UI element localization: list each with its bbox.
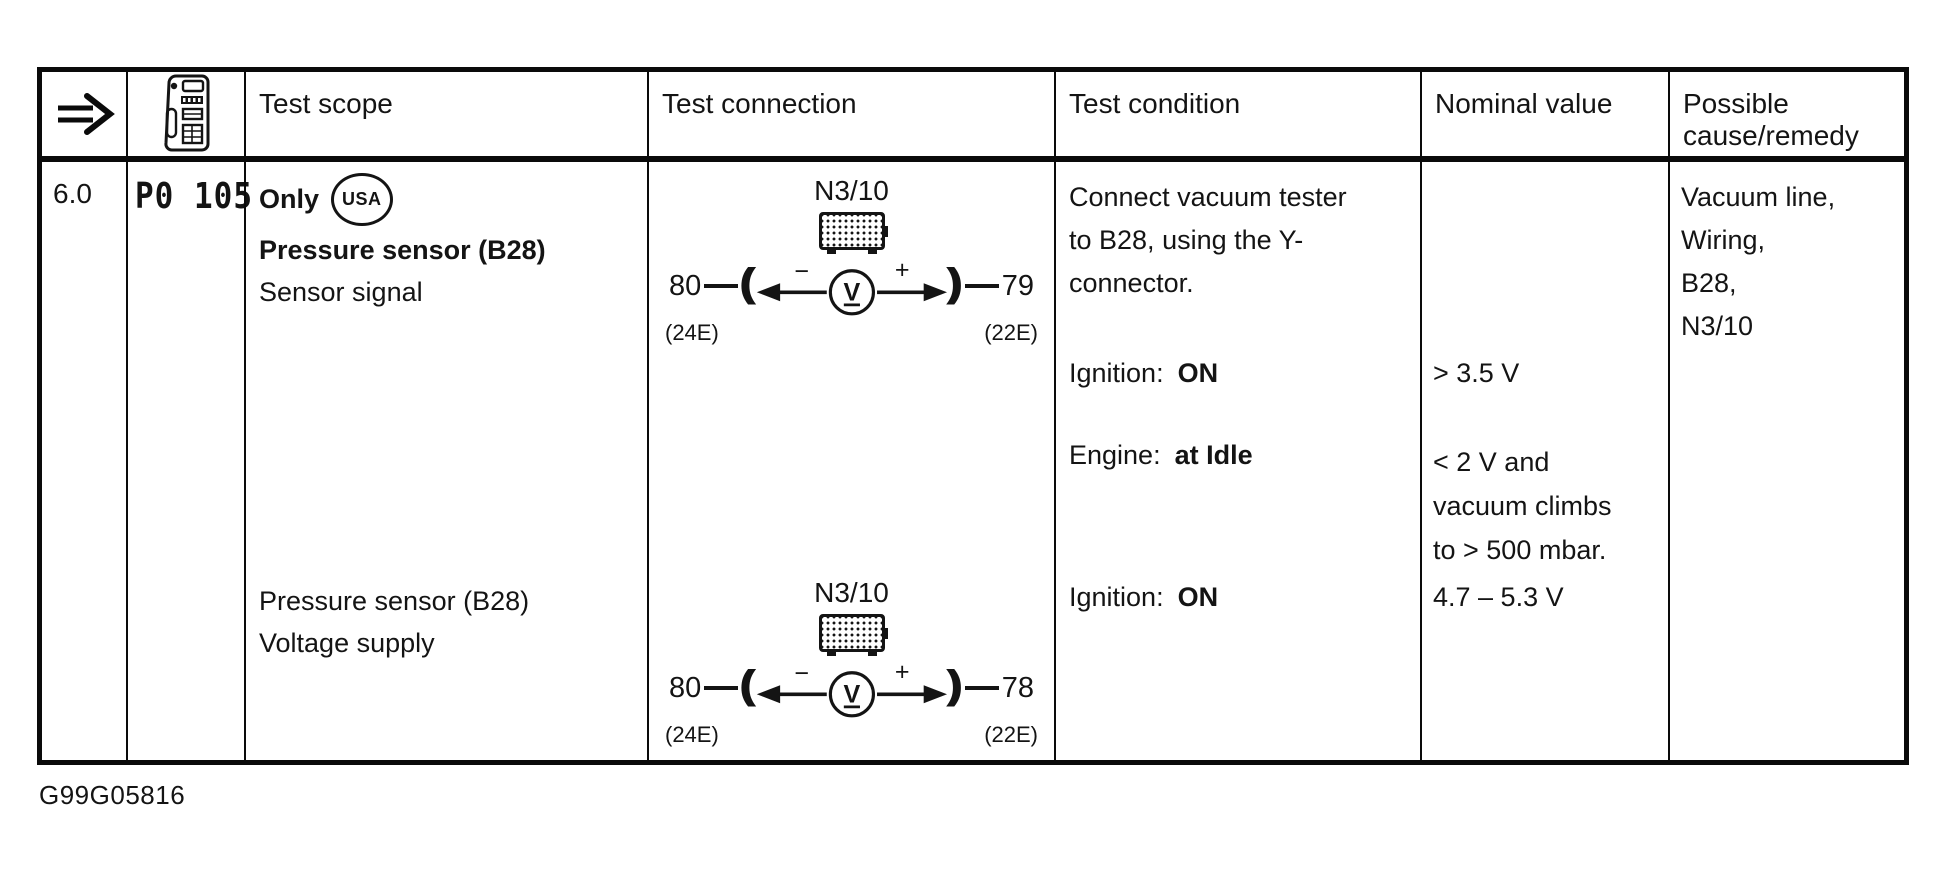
header-cell-test-connection: Test connection: [647, 72, 1054, 162]
left-pin-group: 80 (: [669, 665, 756, 705]
double-arrow-right-icon: [58, 93, 115, 135]
left-pin-number: 80: [669, 269, 702, 302]
plus-sign: +: [894, 658, 909, 686]
header-cell-tester: [126, 72, 244, 162]
left-socket-label: (24E): [665, 320, 719, 345]
condition-ignition-2: Ignition: ON: [1069, 582, 1218, 613]
voltmeter-letter: V: [843, 680, 860, 708]
minus-sign: −: [794, 660, 809, 688]
body-cell-test-connection: N3/10 80 (: [647, 162, 1054, 760]
wire-segment: [964, 686, 999, 690]
cause-line: N3/10: [1681, 311, 1754, 341]
left-pin-group: 80 (: [669, 263, 756, 303]
header-label-nominal-value: Nominal value: [1435, 88, 1613, 119]
test-scope-block-1: Only USA Pressure sensor (B28) Sensor sig…: [259, 173, 546, 313]
module-label: N3/10: [814, 577, 889, 608]
plus-sign: +: [894, 256, 909, 284]
test-connection-diagram-1: N3/10 80 (: [649, 174, 1054, 346]
nominal-value-3: 4.7 – 5.3 V: [1433, 582, 1564, 612]
header-label-test-scope: Test scope: [259, 88, 393, 119]
usa-badge: USA: [331, 173, 393, 226]
minus-sign: −: [794, 258, 809, 286]
cause-line: Wiring,: [1681, 225, 1766, 255]
body-cell-nominal-value: > 3.5 V < 2 V and vacuum climbs to > 500…: [1420, 162, 1668, 760]
header-label-test-condition: Test condition: [1069, 88, 1241, 119]
condition-label: Engine:: [1069, 440, 1161, 470]
only-label: Only: [259, 184, 320, 214]
header-cell-nominal-value: Nominal value: [1420, 72, 1668, 162]
condition-value: ON: [1177, 582, 1219, 612]
test-condition-intro: Connect vacuum tester to B28, using the …: [1069, 176, 1347, 305]
test-scope-block-2: Pressure sensor (B28) Voltage supply: [259, 580, 529, 664]
possible-cause-list: Vacuum line, Wiring, B28, N3/10: [1681, 176, 1835, 348]
condition-label: Ignition:: [1069, 358, 1164, 388]
wire-segment: [964, 284, 999, 288]
nominal-line: vacuum climbs: [1433, 491, 1612, 521]
left-socket-contact-icon: (: [740, 261, 756, 305]
right-socket-contact-icon: ): [947, 261, 963, 305]
condition-label: Ignition:: [1069, 582, 1164, 612]
figure-id-caption: G99G05816: [39, 780, 186, 810]
cause-line: Vacuum line,: [1681, 182, 1836, 212]
right-socket-contact-icon: ): [947, 663, 963, 707]
body-cell-possible-cause: Vacuum line, Wiring, B28, N3/10: [1668, 162, 1904, 760]
header-label-possible-cause: Possible cause/remedy: [1683, 88, 1859, 151]
impulse-counter-tester-icon: [164, 74, 210, 152]
module-label: N3/10: [814, 175, 889, 206]
dtc-code-lcd: P0 105: [135, 176, 253, 218]
right-pin-number: 79: [1001, 269, 1034, 302]
body-cell-dtc: P0 105: [126, 162, 252, 760]
condition-value: at Idle: [1174, 440, 1253, 470]
test-scope-subtitle: Sensor signal: [259, 277, 423, 307]
voltmeter-icon: V − +: [756, 256, 947, 316]
connector-block-icon: [818, 212, 888, 254]
header-label-test-connection: Test connection: [662, 88, 857, 119]
header-cell-arrow: [42, 72, 126, 162]
test-scope-title: Pressure sensor (B28): [259, 235, 546, 265]
nominal-line: to > 500 mbar.: [1433, 535, 1607, 565]
right-pin-number: 78: [1001, 671, 1034, 704]
voltmeter-icon: V − +: [756, 658, 947, 718]
nominal-line: < 2 V and: [1433, 447, 1550, 477]
test-scope-subtitle-2: Voltage supply: [259, 628, 435, 658]
left-socket-contact-icon: (: [740, 663, 756, 707]
condition-value: ON: [1177, 358, 1219, 388]
right-pin-group: ) 78: [947, 665, 1034, 705]
intro-line: to B28, using the Y-: [1069, 225, 1304, 255]
intro-line: Connect vacuum tester: [1069, 182, 1347, 212]
left-pin-number: 80: [669, 671, 702, 704]
wire-segment: [704, 284, 739, 288]
wire-segment: [704, 686, 739, 690]
voltmeter-letter: V: [843, 278, 860, 306]
cause-line: B28,: [1681, 268, 1737, 298]
body-cell-test-condition: Connect vacuum tester to B28, using the …: [1054, 162, 1420, 760]
step-number: 6.0: [53, 178, 92, 209]
right-pin-group: ) 79: [947, 263, 1034, 303]
test-scope-only-line: Only USA: [259, 173, 546, 229]
header-cell-possible-cause: Possible cause/remedy: [1668, 72, 1904, 162]
body-cell-test-scope: Only USA Pressure sensor (B28) Sensor sig…: [244, 162, 647, 760]
body-cell-step: 6.0: [42, 162, 126, 760]
connector-block-icon: [818, 614, 888, 656]
condition-ignition-1: Ignition: ON: [1069, 358, 1218, 389]
condition-engine: Engine: at Idle: [1069, 440, 1253, 471]
header-cell-test-condition: Test condition: [1054, 72, 1420, 162]
test-scope-title-2: Pressure sensor (B28): [259, 586, 530, 616]
intro-line: connector.: [1069, 268, 1194, 298]
nominal-value-1: > 3.5 V: [1433, 358, 1520, 388]
header-cell-test-scope: Test scope: [244, 72, 647, 162]
right-socket-label: (22E): [984, 320, 1038, 345]
test-connection-diagram-2: N3/10 80 (: [649, 576, 1054, 748]
nominal-value-2: < 2 V and vacuum climbs to > 500 mbar.: [1433, 440, 1612, 572]
diagnostic-test-table: Test scope Test connection Test conditio…: [37, 67, 1909, 765]
right-socket-label: (22E): [984, 722, 1038, 747]
left-socket-label: (24E): [665, 722, 719, 747]
